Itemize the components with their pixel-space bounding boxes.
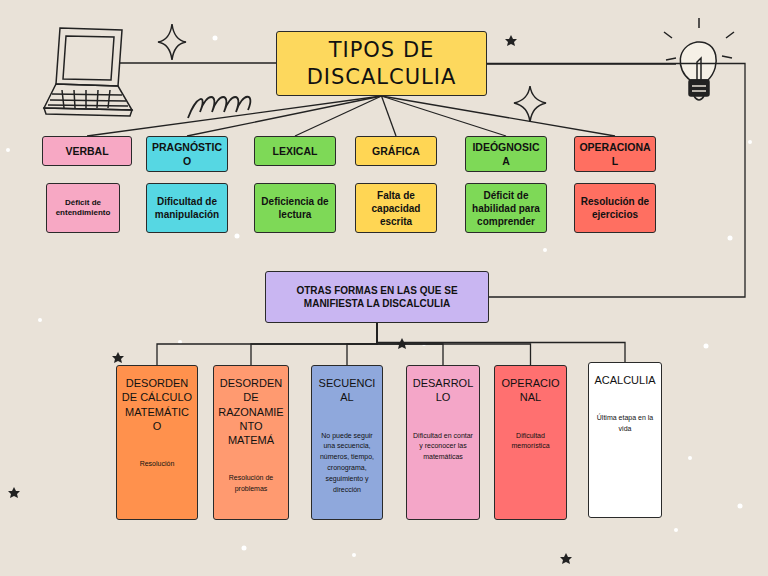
description-box: Deficiencia de lectura <box>254 183 336 233</box>
lightbulb-sketch <box>664 18 734 100</box>
box-heading: PRAGNÓSTICO <box>151 140 223 168</box>
box-description: Déficit de entendimiento <box>51 198 115 219</box>
type-box: LEXICAL <box>254 136 336 166</box>
type-box: IDEÓGNOSICA <box>465 136 547 172</box>
description-box: Dificultad de manipulación <box>146 183 228 233</box>
box-heading: OPERACIONAL <box>579 140 651 168</box>
box-heading: ACALCULIA <box>593 373 657 387</box>
connector <box>382 96 397 136</box>
box-heading: OTRAS FORMAS EN LAS QUE SE MANIFIESTA LA… <box>270 284 484 311</box>
description-box: Resolución de ejercicios <box>574 183 656 233</box>
connector <box>382 96 616 136</box>
white-dots <box>6 36 752 558</box>
form-box: DESARROLLO Dificultad en contar y reconoc… <box>406 365 480 520</box>
box-description: Resolución de problemas <box>218 473 284 495</box>
box-description: Dificultad de manipulación <box>151 195 223 221</box>
title-box: TIPOS DE DISCALCULIA <box>276 31 487 96</box>
box-description: No puede seguir una secuencia, números, … <box>316 431 378 496</box>
connector <box>347 323 377 365</box>
box-description: Dificultad memorística <box>499 431 562 453</box>
sparkle <box>158 24 186 60</box>
description-box: Falta de capacidad escrita <box>355 183 437 233</box>
type-box: OPERACIONAL <box>574 136 656 172</box>
laptop-sketch <box>44 28 132 116</box>
box-heading: LEXICAL <box>273 144 318 158</box>
type-box: VERBAL <box>42 136 132 166</box>
connector <box>87 96 382 136</box>
section-box: OTRAS FORMAS EN LAS QUE SE MANIFIESTA LA… <box>265 271 489 323</box>
box-heading: IDEÓGNOSICA <box>470 140 542 168</box>
box-heading: DESORDEN DE CÁLCULO MATEMÁTICO <box>121 376 193 433</box>
connector <box>187 96 382 136</box>
connector <box>487 64 745 298</box>
form-box: DESORDEN DE RAZONAMIENTO MATEMÁ Resolució… <box>213 365 289 520</box>
box-heading: VERBAL <box>65 144 108 158</box>
sparkle <box>514 86 546 122</box>
form-box: ACALCULIA Última etapa en la vida <box>588 362 662 518</box>
type-box: PRAGNÓSTICO <box>146 136 228 172</box>
box-description: Resolución <box>121 459 193 470</box>
description-box: Déficit de habilidad para comprender <box>465 183 547 233</box>
form-box: SECUENCIAL No puede seguir una secuencia,… <box>311 365 383 520</box>
box-description: Deficiencia de lectura <box>259 195 331 221</box>
form-box: DESORDEN DE CÁLCULO MATEMÁTICO Resolución <box>116 365 198 520</box>
connector <box>377 323 625 362</box>
box-description: Resolución de ejercicios <box>579 195 651 221</box>
box-heading: DESORDEN DE RAZONAMIENTO MATEMÁ <box>218 376 284 447</box>
box-description: Falta de capacidad escrita <box>360 189 432 228</box>
connector <box>157 323 377 365</box>
type-box: GRÁFICA <box>355 136 437 166</box>
diagram-heading: TIPOS DE DISCALCULIA <box>281 37 482 90</box>
connector <box>251 323 377 365</box>
box-heading: OPERACIONAL <box>499 376 562 405</box>
box-heading: SECUENCIAL <box>316 376 378 405</box>
box-description: Última etapa en la vida <box>593 413 657 435</box>
connector <box>377 323 531 365</box>
description-box: Déficit de entendimiento <box>46 183 120 233</box>
box-heading: DESARROLLO <box>411 376 475 405</box>
connector <box>295 96 382 136</box>
leader-line <box>120 62 276 63</box>
form-box: OPERACIONAL Dificultad memorística <box>494 365 567 520</box>
connector <box>382 96 507 136</box>
box-description: Déficit de habilidad para comprender <box>470 189 542 228</box>
box-description: Dificultad en contar y reconocer las mat… <box>411 431 475 464</box>
box-heading: GRÁFICA <box>372 144 420 158</box>
